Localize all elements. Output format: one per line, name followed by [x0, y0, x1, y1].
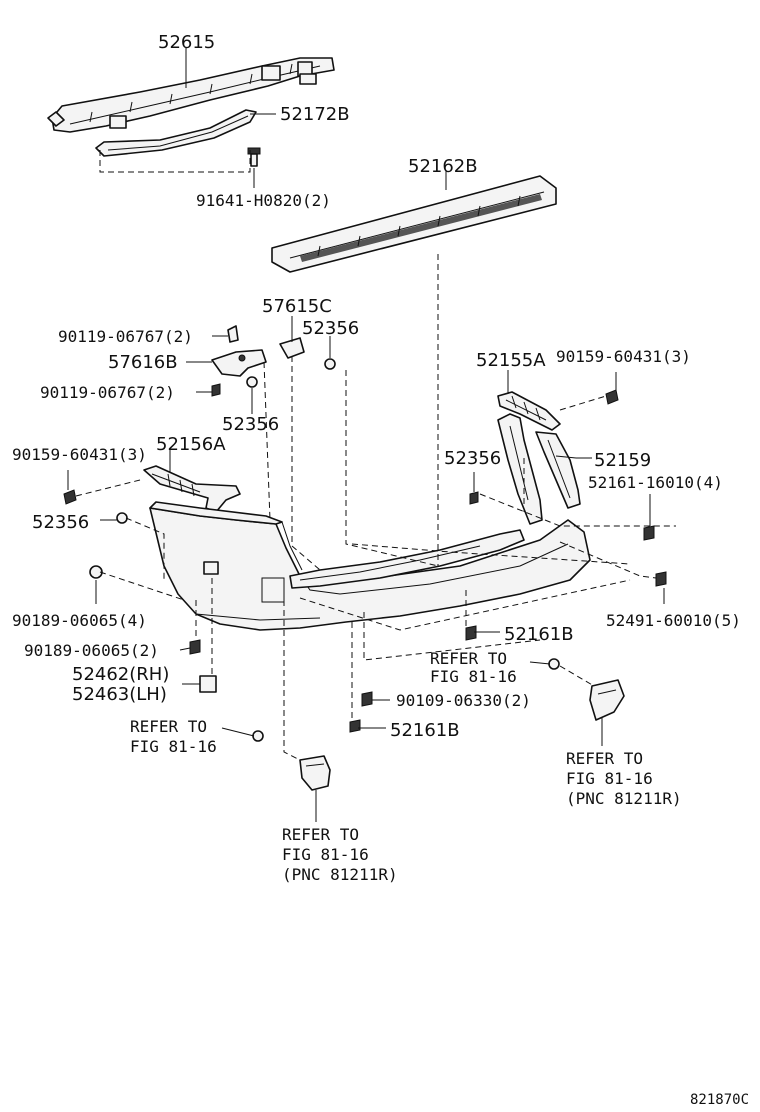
- label-52462-rh: 52462(RH): [72, 664, 169, 685]
- label-57615C: 57615C: [262, 296, 332, 317]
- label-91641-H0820: 91641-H0820(2): [196, 191, 331, 210]
- reinforcement-52615-drawing: [47, 57, 335, 133]
- diagram-id: 821870C: [690, 1092, 749, 1108]
- label-90189-06065-b: 90189-06065(2): [24, 641, 159, 660]
- ref-right-line2: FIG 81-16: [566, 769, 653, 788]
- label-52162B: 52162B: [408, 156, 478, 177]
- label-52491-60010: 52491-60010(5): [606, 611, 741, 630]
- label-52161B-b: 52161B: [390, 720, 460, 741]
- label-52356-center: 52356: [444, 448, 501, 469]
- label-90159-60431-left: 90159-60431(3): [12, 445, 147, 464]
- bracket-57616B-drawing: [211, 325, 267, 397]
- label-57616B: 57616B: [108, 352, 178, 373]
- leader-lines: [67, 48, 665, 822]
- retainer-52159-drawing: [497, 413, 581, 525]
- grille-52162B-drawing: [271, 175, 557, 273]
- label-52172B: 52172B: [280, 104, 350, 125]
- ref-right-line1: REFER TO: [566, 749, 643, 768]
- lower-beam-drawing: [289, 529, 525, 589]
- fastener-glyphs: [89, 491, 667, 742]
- clip-57615C-drawing: [279, 337, 336, 370]
- reflector-right-drawing: [589, 679, 625, 721]
- label-90159-60431-right: 90159-60431(3): [556, 347, 691, 366]
- ref-mid-line1: REFER TO: [430, 649, 507, 668]
- label-52356-top: 52356: [302, 318, 359, 339]
- ref-bottom-left-line1: REFER TO: [282, 825, 359, 844]
- label-52356-left: 52356: [32, 512, 89, 533]
- ref-right-line3: (PNC 81211R): [566, 789, 682, 808]
- ref-bottom-left-line3: (PNC 81211R): [282, 865, 398, 884]
- bracket-52156A-drawing: [63, 465, 241, 524]
- bolt-91641-drawing: [247, 147, 261, 167]
- ref-left-line2: FIG 81-16: [130, 737, 217, 756]
- label-52161-16010: 52161-16010(4): [588, 473, 723, 492]
- label-90189-06065-a: 90189-06065(4): [12, 611, 147, 630]
- ref-bottom-left-line2: FIG 81-16: [282, 845, 369, 864]
- label-52159: 52159: [594, 450, 651, 471]
- label-90109-06330: 90109-06330(2): [396, 691, 531, 710]
- reflector-left-drawing: [299, 755, 331, 791]
- label-52356-mid: 52356: [222, 414, 279, 435]
- bumper-cover-drawing: [149, 501, 591, 631]
- label-52463-lh: 52463(LH): [72, 684, 167, 705]
- ref-mid-line2: FIG 81-16: [430, 667, 517, 686]
- label-90119-06767-b: 90119-06767(2): [40, 383, 175, 402]
- label-52156A: 52156A: [156, 434, 226, 455]
- label-52155A: 52155A: [476, 350, 546, 371]
- bracket-52155A-drawing: [497, 389, 619, 431]
- label-90119-06767-a: 90119-06767(2): [58, 327, 193, 346]
- label-52161B-a: 52161B: [504, 624, 574, 645]
- alignment-dash-lines: [75, 150, 676, 761]
- bracket-52172B-drawing: [95, 109, 257, 157]
- label-52615: 52615: [158, 32, 215, 53]
- ref-left-line1: REFER TO: [130, 717, 207, 736]
